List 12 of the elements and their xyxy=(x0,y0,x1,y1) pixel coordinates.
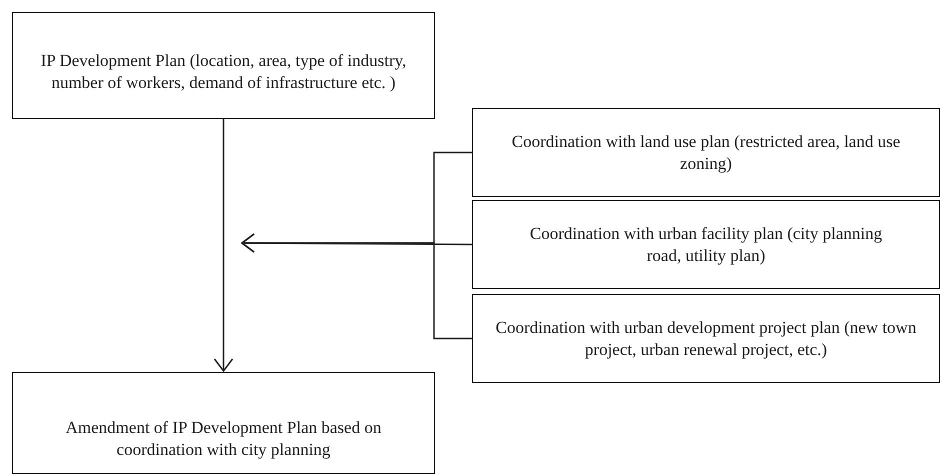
box-text: Coordination with land use plan (restricted area, land use zoning) xyxy=(510,130,902,174)
process-box xyxy=(472,200,940,289)
process-box xyxy=(472,294,940,383)
box-text: IP Development Plan (location, area, type of industry, number of workers, demand of infrastructure etc. ) xyxy=(40,50,408,94)
arrow xyxy=(214,119,234,372)
box-text: Amendment of IP Development Plan based on coordination with city planning xyxy=(64,417,382,461)
process-box xyxy=(12,12,435,119)
box-text: Coordination with urban facility plan (city planning road, utility plan) xyxy=(528,222,884,266)
arrow xyxy=(241,233,472,340)
process-box xyxy=(12,372,435,474)
process-box xyxy=(472,108,940,197)
box-text: Coordination with urban development project plan (new town project, urban renewal project, etc.) xyxy=(494,316,918,360)
